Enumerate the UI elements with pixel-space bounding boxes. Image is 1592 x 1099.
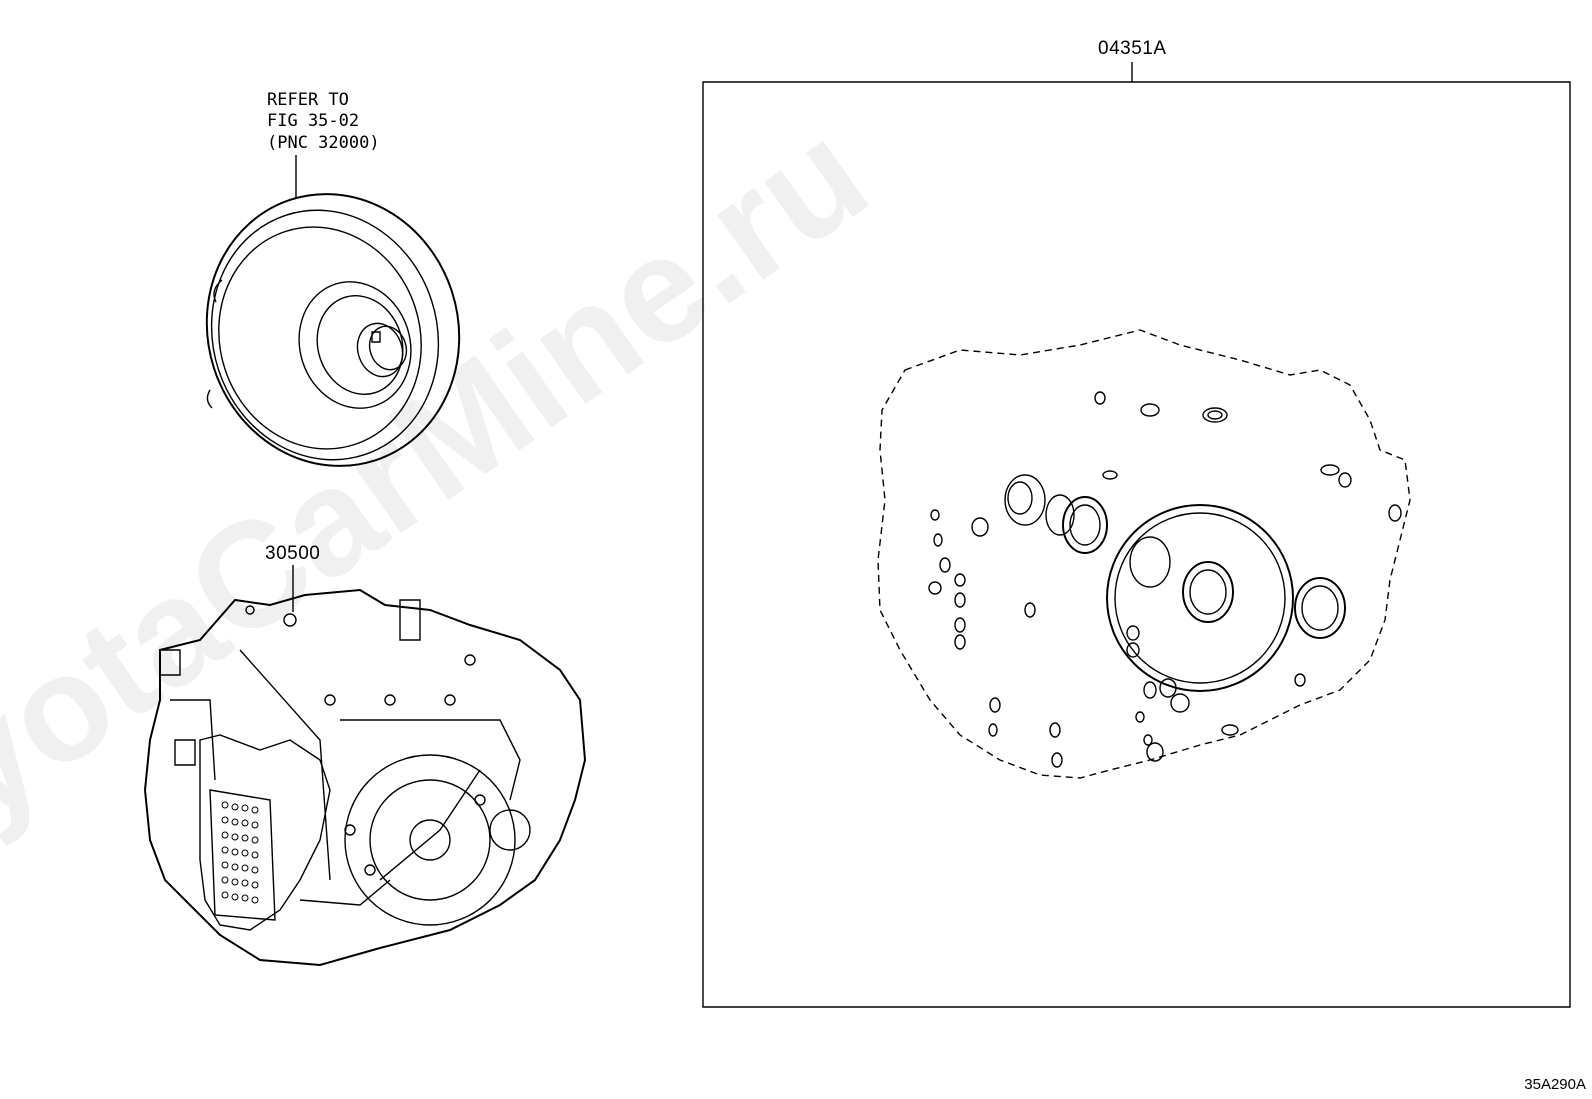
transaxle-part-number[interactable]: 30500 bbox=[265, 543, 321, 564]
torque-converter-drawing bbox=[172, 155, 494, 499]
gasket-kit-drawing bbox=[703, 62, 1570, 1007]
transaxle-drawing bbox=[145, 565, 585, 965]
refer-to-note-line3: (PNC 32000) bbox=[267, 133, 380, 153]
gasket-kit-part-number[interactable]: 04351A bbox=[1098, 38, 1167, 59]
refer-to-note-line1: REFER TO bbox=[267, 90, 349, 110]
figure-id: 35A290A bbox=[1524, 1076, 1586, 1093]
refer-to-note-line2: FIG 35-02 bbox=[267, 111, 360, 131]
